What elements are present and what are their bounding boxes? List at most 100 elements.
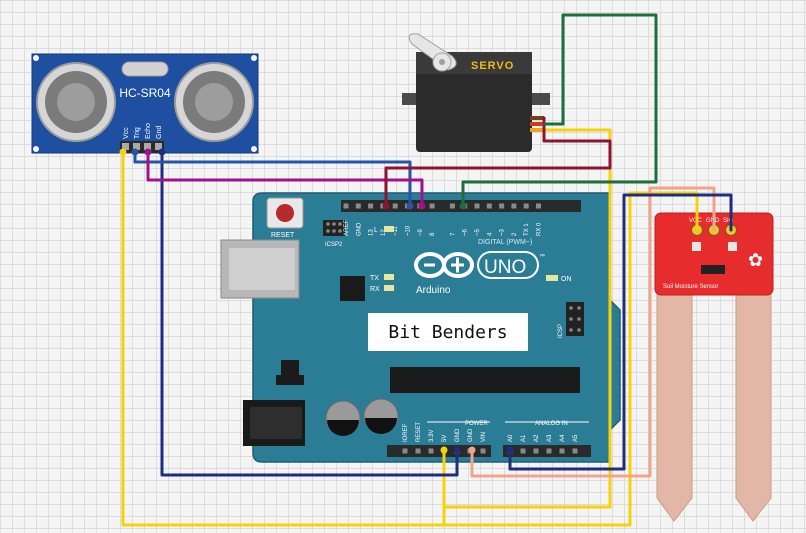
power-pin-hole[interactable]: [480, 448, 486, 454]
digital-pin-hole[interactable]: [486, 203, 492, 209]
digital-pin-label: 12: [381, 229, 387, 236]
digital-pin-hole[interactable]: [474, 203, 480, 209]
led-tx-label: TX: [370, 275, 379, 282]
led-rx: [384, 285, 394, 291]
soil-probe-left: [656, 289, 693, 522]
sr04-pin-label: Gnd: [156, 126, 163, 139]
digital-pin-hole[interactable]: [368, 203, 374, 209]
digital-pin-label: ~3: [500, 228, 506, 236]
arduino-wordmark: Arduino: [416, 285, 451, 296]
digital-pin-hole[interactable]: [536, 203, 541, 209]
digital-pin-label: ~11: [393, 226, 399, 236]
analog-pin-hole[interactable]: [546, 448, 552, 454]
icsp-label: ICSP: [558, 324, 564, 338]
analog-pin-label: A1: [521, 434, 527, 442]
wire-trig[interactable]: [133, 150, 412, 208]
servo-cable-red: [530, 122, 544, 126]
wire-servo-gnd[interactable]: [384, 116, 612, 208]
servo-cable-orange: [530, 128, 544, 132]
analog-pin-label: A2: [534, 434, 540, 442]
sr04-pin-label: Echo: [145, 123, 152, 139]
analog-pin-label: A5: [573, 434, 579, 442]
digital-label: DIGITAL (PWM~): [478, 239, 532, 246]
digital-pin-label: RX 0: [537, 222, 543, 236]
wire-echo[interactable]: [146, 150, 424, 208]
sr04-pin-label: Vcc: [123, 127, 130, 139]
sr04-pin-header: [120, 141, 164, 153]
icsp-header: [566, 302, 584, 336]
sr04-pin-label: Trig: [134, 127, 141, 139]
crystal: [121, 61, 169, 77]
led-tx: [384, 274, 394, 280]
digital-pin-label: ~10: [406, 225, 412, 236]
analog-pin-hole[interactable]: [533, 448, 539, 454]
wire-soil-sig[interactable]: [508, 193, 733, 471]
capacitor-1: [325, 400, 361, 436]
arduino-logo: UNO ™ Arduino: [414, 251, 545, 296]
tm-mark: ™: [539, 253, 545, 260]
hc-sr04-sensor[interactable]: HC-SR04 Vcc Trig Echo Gnd: [31, 53, 259, 154]
analog-pin-hole[interactable]: [559, 448, 565, 454]
power-pin-hole[interactable]: [402, 448, 408, 454]
soil-sensor-label: Soil Moisture Sensor: [663, 284, 718, 290]
analog-label: ANALOG IN: [535, 421, 568, 427]
hc-sr04-model-label: HC-SR04: [119, 86, 171, 100]
uno-badge: [477, 251, 539, 279]
led-on-label: ON: [561, 276, 572, 283]
digital-pin-hole[interactable]: [523, 203, 529, 209]
pin-dots: [119, 148, 514, 454]
analog-pin-hole[interactable]: [572, 448, 578, 454]
digital-pin-hole[interactable]: [429, 203, 435, 209]
digital-pin-hole[interactable]: [343, 203, 349, 209]
soil-pin-label: SIG: [723, 218, 734, 224]
servo-motor[interactable]: SERVO: [402, 33, 550, 152]
digital-pin-hole[interactable]: [499, 203, 505, 209]
digital-pin-label: ~9: [418, 228, 424, 236]
uno-text: UNO: [484, 257, 526, 278]
digital-pin-label: ~6: [463, 228, 469, 236]
led-l-label: L: [374, 227, 378, 234]
analog-pin-label: A4: [560, 434, 566, 442]
power-pin-label: 3.3V: [429, 430, 435, 442]
digital-pin-label: 7: [450, 232, 456, 236]
led-rx-label: RX: [370, 286, 380, 293]
servo-cable-brown: [530, 116, 544, 120]
usb-chip: [340, 276, 365, 301]
power-pin-hole[interactable]: [415, 448, 421, 454]
power-pin-label: GND: [468, 428, 474, 442]
digital-pin-label: GND: [356, 222, 362, 236]
digital-pin-label: 13: [369, 229, 375, 236]
analog-pin-label: A3: [547, 434, 553, 442]
digital-pin-label: 2: [512, 232, 518, 236]
wire-servo-power[interactable]: [444, 128, 612, 509]
wire-gnd[interactable]: [160, 150, 459, 477]
power-pin-label: IOREF: [403, 423, 409, 442]
soil-flame-icon: ✿: [748, 250, 763, 270]
microcontroller-chip: [390, 367, 580, 393]
digital-pin-label: TX 1: [524, 223, 530, 236]
digital-pin-hole[interactable]: [355, 203, 361, 209]
digital-pin-label: ~5: [475, 228, 481, 236]
digital-pin-hole[interactable]: [392, 203, 398, 209]
digital-pin-label: AREF: [344, 220, 350, 236]
digital-pin-hole[interactable]: [511, 203, 517, 209]
wires: [121, 13, 733, 527]
power-pin-label: 5V: [442, 435, 448, 442]
wire-vcc-5v[interactable]: [121, 150, 446, 527]
icsp2-label: ICSP2: [325, 242, 343, 248]
power-pin-hole[interactable]: [428, 448, 434, 454]
wire-soil-vcc[interactable]: [442, 191, 699, 527]
soil-probe-right: [735, 289, 772, 522]
analog-pin-hole[interactable]: [520, 448, 526, 454]
led-l: [384, 226, 394, 232]
power-pin-label: VIN: [481, 432, 487, 442]
wire-servo-signal[interactable]: [461, 13, 658, 208]
digital-pin-hole[interactable]: [449, 203, 455, 209]
team-label-box: [368, 313, 528, 351]
team-label: Bit Benders: [388, 322, 507, 343]
led-on: [546, 275, 558, 281]
digital-pin-label: 4: [487, 232, 493, 236]
